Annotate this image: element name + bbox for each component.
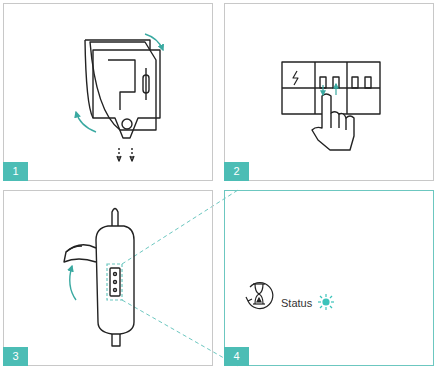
device-open — [64, 209, 134, 347]
callout-number: 4 — [224, 347, 249, 366]
status-label: Status — [281, 297, 312, 310]
move-arrow — [70, 266, 76, 300]
zoom-inset — [107, 264, 122, 300]
move-arrow — [323, 84, 336, 95]
hourglass-icon — [246, 283, 273, 309]
status-led — [318, 294, 334, 310]
step-panel: 1 — [3, 3, 213, 181]
device-cover — [85, 40, 160, 161]
callout-number: 2 — [224, 162, 249, 181]
step-panel: 3 — [3, 190, 213, 366]
step-panel: 4 Status — [224, 190, 434, 366]
circuit-breaker — [282, 62, 380, 150]
callout-number: 3 — [3, 347, 28, 366]
callout-number: 1 — [3, 162, 28, 181]
move-arrow — [76, 34, 163, 132]
zoom-line — [122, 190, 238, 366]
step-panel: 2 — [224, 3, 434, 181]
